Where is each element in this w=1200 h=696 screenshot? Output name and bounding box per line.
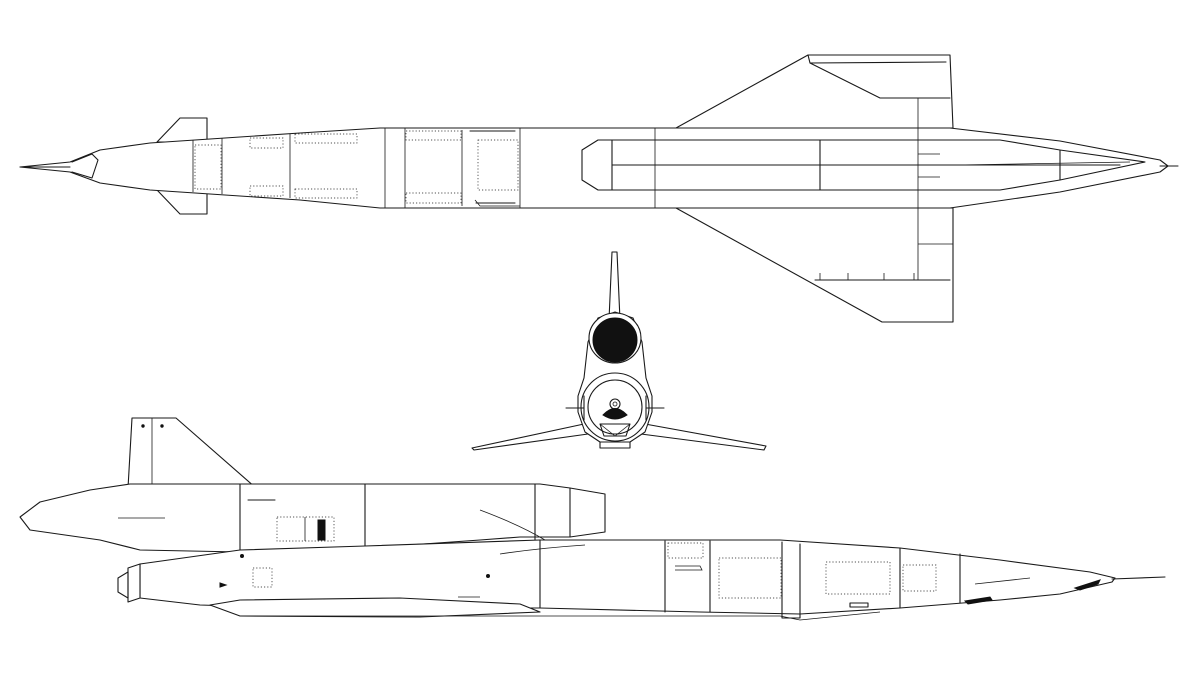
front-view-fin: [608, 251, 621, 321]
side-view-panel-dark: [317, 519, 326, 541]
top-view-panel: [194, 144, 222, 190]
top-view-wing-lower: [675, 207, 954, 323]
front-view: [471, 251, 767, 451]
side-view-panel: [902, 564, 937, 592]
top-view-panel: [249, 185, 284, 197]
side-view-engine-pod: [19, 483, 606, 553]
side-view-panel: [276, 516, 335, 542]
top-view-panel: [249, 137, 284, 149]
front-view-fuselage-ring: [580, 372, 650, 442]
side-view-nozzle: [127, 563, 141, 603]
front-view-wing-right: [640, 423, 767, 451]
front-view-intake-dark: [592, 317, 638, 363]
top-view-panel: [477, 139, 519, 191]
side-view: [19, 417, 1166, 621]
top-view: [19, 54, 1179, 323]
side-view-vertical-tail: [127, 417, 257, 489]
top-view-panel: [405, 192, 462, 204]
front-view-wing-left: [471, 423, 589, 451]
top-view-wing-upper: [675, 54, 954, 129]
side-view-panel: [667, 542, 704, 559]
side-view-panel: [825, 561, 891, 595]
top-view-fin-upper: [156, 117, 208, 143]
